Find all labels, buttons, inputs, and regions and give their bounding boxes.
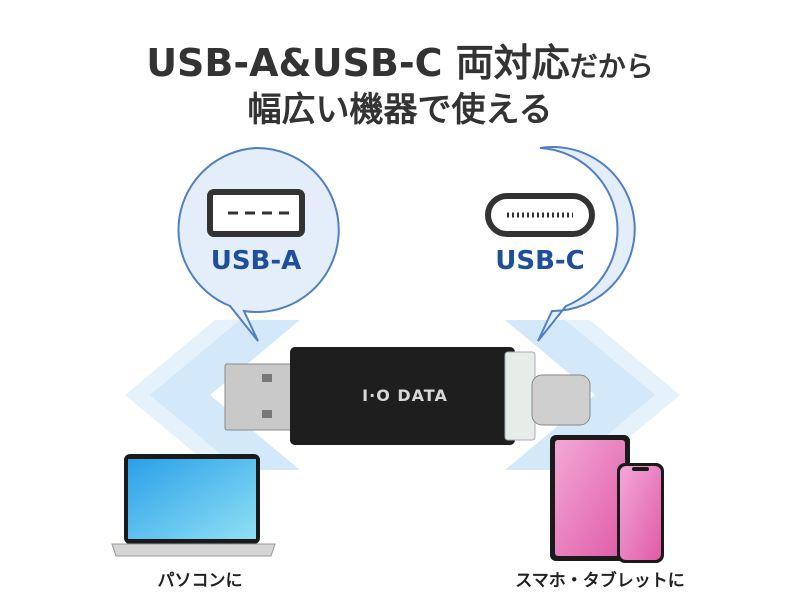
usb-a-bubble [177,146,340,342]
usb-c-bubble [485,146,636,342]
caption-pc: パソコンに [157,571,243,591]
left-arrow-icon [125,320,300,470]
brand-logo: I·O DATA [362,386,448,405]
usb-a-port-icon [207,189,305,237]
smartphone-icon [617,463,664,563]
headline-tail: だから [569,50,654,83]
headline-line-2: 幅広い機器で使える [247,90,553,130]
usb-c-port-icon [485,193,595,237]
usb-a-label: USB-A [210,246,302,276]
usb-c-label: USB-C [495,246,585,276]
headline-main: USB-A&USB-C 両対応 [146,41,570,85]
tablet-icon [550,435,630,561]
headline-line-1: USB-A&USB-C 両対応だから [0,32,800,87]
usb-drive [224,347,591,445]
caption-smartphone-tablet: スマホ・タブレットに [515,571,685,591]
laptop-icon [111,454,276,557]
